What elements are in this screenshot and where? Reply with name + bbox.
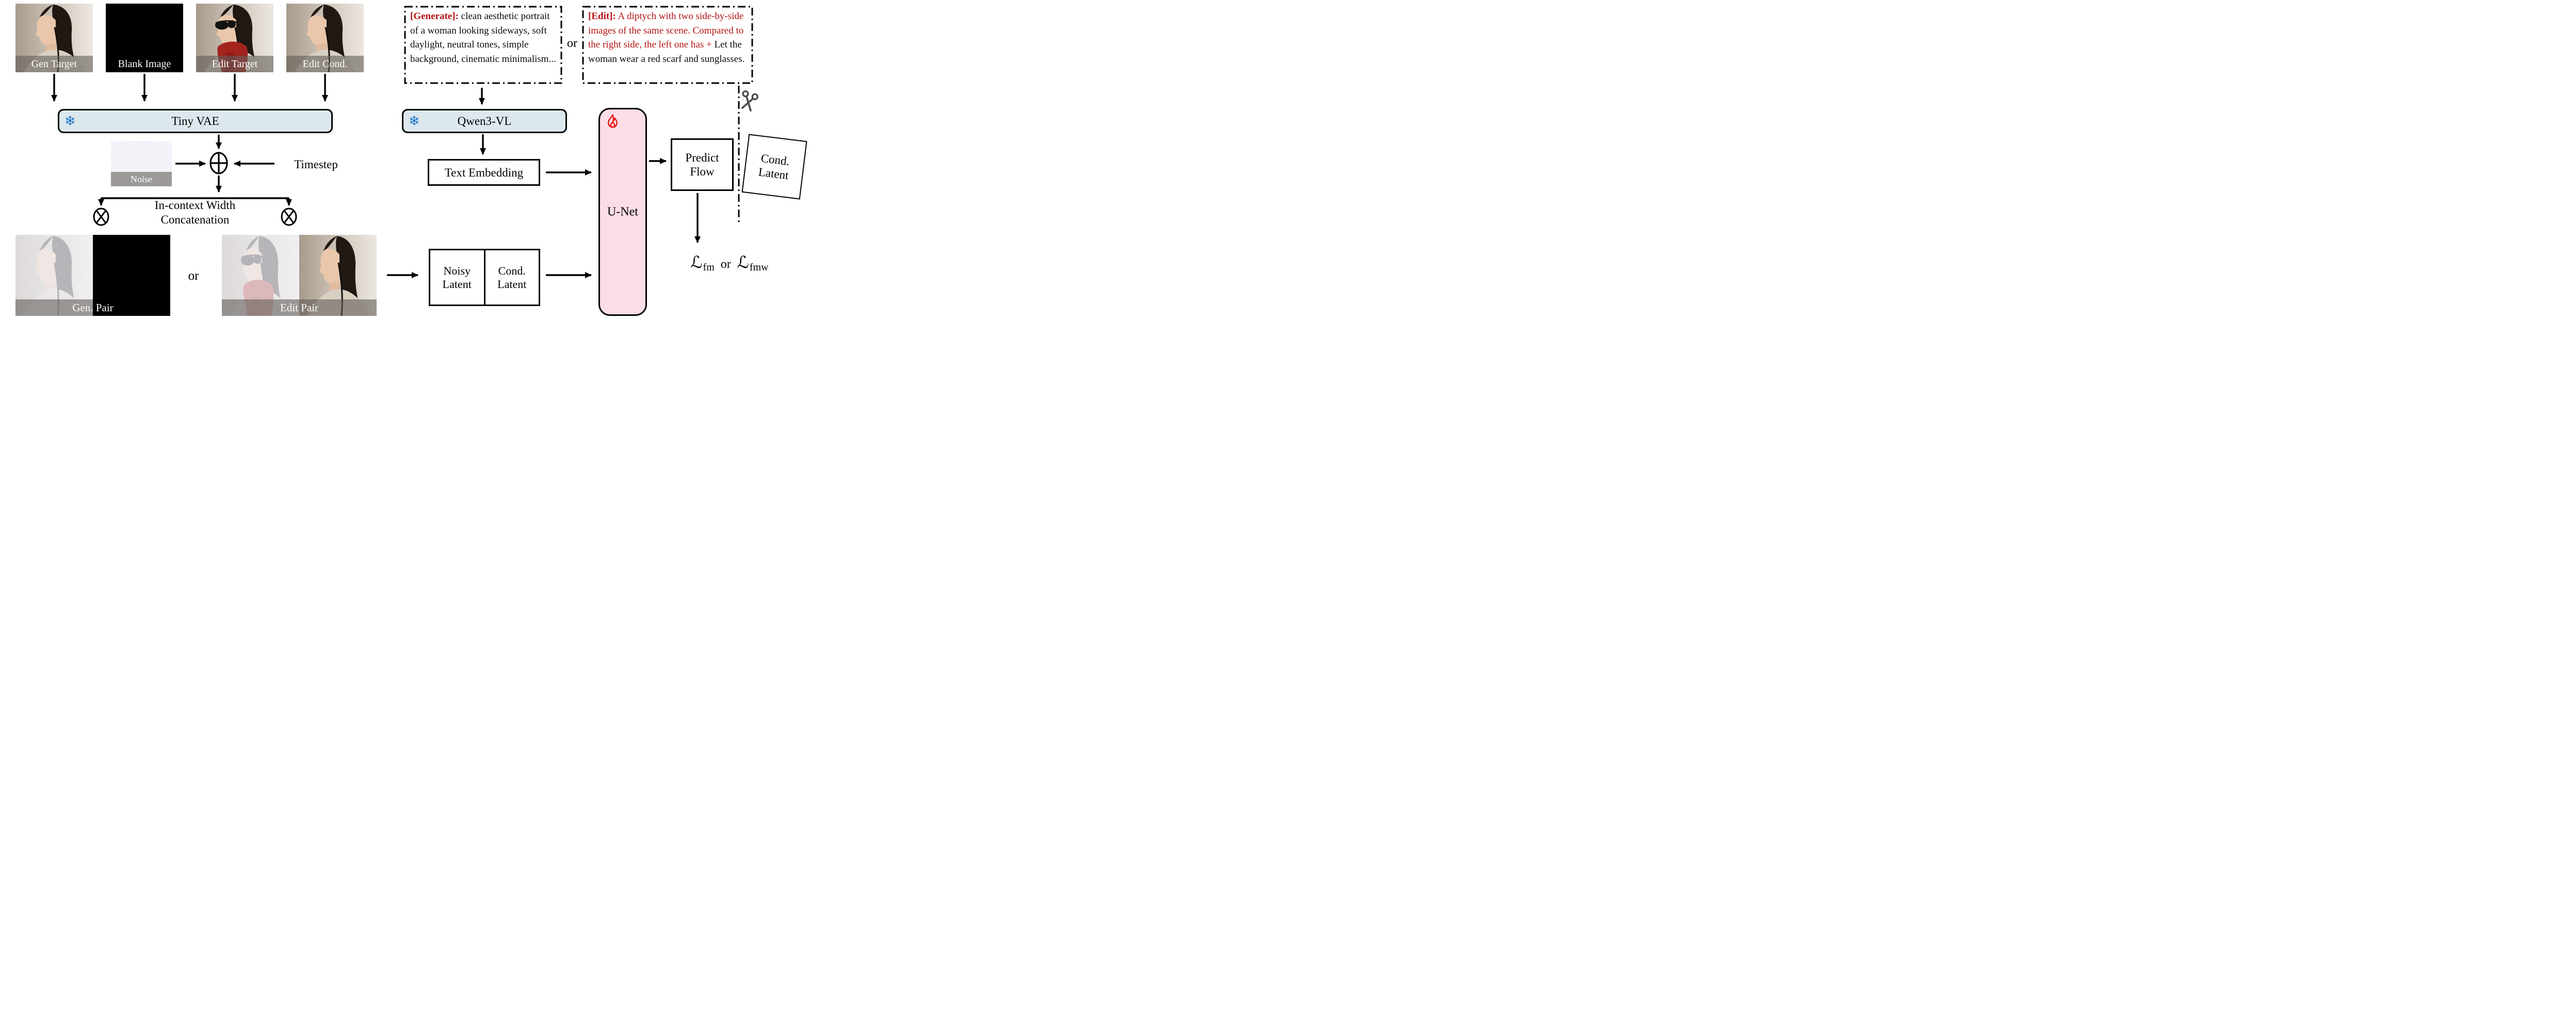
snowflake-icon: ❄ bbox=[409, 113, 420, 129]
timestep-label: Timestep bbox=[294, 157, 338, 171]
loss-fmw-subscript: fmw bbox=[749, 262, 769, 273]
multiply-circle-icon-right bbox=[281, 207, 297, 226]
edit-tag: [Edit]: bbox=[588, 11, 616, 22]
image-label-band: Edit Target bbox=[196, 56, 273, 72]
gen-pair-blank-half bbox=[93, 235, 170, 316]
gen-target-label: Gen Target bbox=[31, 58, 77, 70]
training-pipeline-diagram: Gen Target Blank Image Edit Target Edit … bbox=[0, 0, 809, 321]
cond-latent-output-box: Cond. Latent bbox=[741, 134, 807, 200]
text-embedding-box: Text Embedding bbox=[428, 159, 540, 186]
loss-or-label: or bbox=[720, 258, 731, 271]
gen-pair-label: Gen. Pair bbox=[72, 301, 114, 314]
unet-box: U-Net bbox=[598, 108, 647, 316]
noise-label: Noise bbox=[131, 174, 152, 184]
blank-image-label: Blank Image bbox=[118, 58, 171, 70]
edit-pair-label: Edit Pair bbox=[280, 301, 319, 314]
edit-pair-image: Edit Pair bbox=[222, 235, 377, 316]
edit-target-image: Edit Target bbox=[196, 4, 273, 72]
scissors-icon bbox=[741, 90, 758, 112]
plus-circle-icon bbox=[209, 152, 228, 174]
image-label-band: Noise bbox=[111, 172, 172, 186]
edit-cond-image: Edit Cond. bbox=[286, 4, 364, 72]
cond-latent-cell: Cond. Latent bbox=[497, 264, 527, 291]
qwen-label: Qwen3-VL bbox=[457, 115, 512, 127]
pair-label-band bbox=[222, 299, 377, 316]
tiny-vae-label: Tiny VAE bbox=[171, 115, 219, 127]
gen-target-image: Gen Target bbox=[15, 4, 93, 72]
predict-flow-box: Predict Flow bbox=[671, 138, 734, 191]
text-embedding-label: Text Embedding bbox=[444, 166, 524, 179]
loss-fm-subscript: fm bbox=[703, 262, 715, 273]
flame-icon bbox=[608, 114, 618, 128]
blank-image: Blank Image bbox=[106, 4, 183, 72]
noise-image: Noise bbox=[111, 141, 172, 186]
latents-box: Noisy Latent Cond. Latent bbox=[429, 249, 540, 306]
image-label-band: Blank Image bbox=[106, 56, 183, 72]
edit-cond-label: Edit Cond. bbox=[302, 58, 348, 70]
loss-fm: ℒfm bbox=[690, 253, 715, 273]
edit-target-label: Edit Target bbox=[212, 58, 258, 70]
concat-label-line2: Concatenation bbox=[160, 213, 230, 226]
tiny-vae-box: ❄ Tiny VAE bbox=[58, 109, 333, 133]
unet-label: U-Net bbox=[607, 205, 638, 218]
generate-tag: [Generate]: bbox=[410, 11, 459, 22]
gen-pair-image: Gen. Pair bbox=[15, 235, 170, 316]
loss-fm-symbol: ℒ bbox=[690, 253, 703, 271]
image-label-band: Gen Target bbox=[15, 56, 93, 72]
multiply-circle-icon-left bbox=[93, 207, 109, 226]
noise-art bbox=[111, 141, 172, 186]
cond-latent-output-label: Cond. Latent bbox=[757, 151, 790, 182]
edit-prompt-box: [Edit]: A diptych with two side-by-side … bbox=[582, 6, 753, 84]
pair-label-band bbox=[15, 299, 93, 316]
concat-label: In-context Width Concatenation bbox=[123, 198, 267, 227]
noisy-latent-cell: Noisy Latent bbox=[430, 250, 485, 305]
pair-or-label: or bbox=[188, 268, 199, 283]
loss-fmw: ℒfmw bbox=[737, 253, 769, 273]
loss-fmw-symbol: ℒ bbox=[737, 253, 749, 271]
concat-label-line1: In-context Width bbox=[154, 199, 236, 212]
predict-flow-label: Predict Flow bbox=[685, 151, 719, 178]
prompt-or-label: or bbox=[567, 36, 577, 50]
generate-prompt-box: [Generate]: clean aesthetic portrait of … bbox=[404, 6, 562, 84]
loss-expression: ℒfm or ℒfmw bbox=[661, 254, 798, 281]
qwen-box: ❄ Qwen3-VL bbox=[402, 109, 567, 133]
image-label-band: Edit Cond. bbox=[286, 56, 364, 72]
snowflake-icon: ❄ bbox=[64, 113, 76, 129]
